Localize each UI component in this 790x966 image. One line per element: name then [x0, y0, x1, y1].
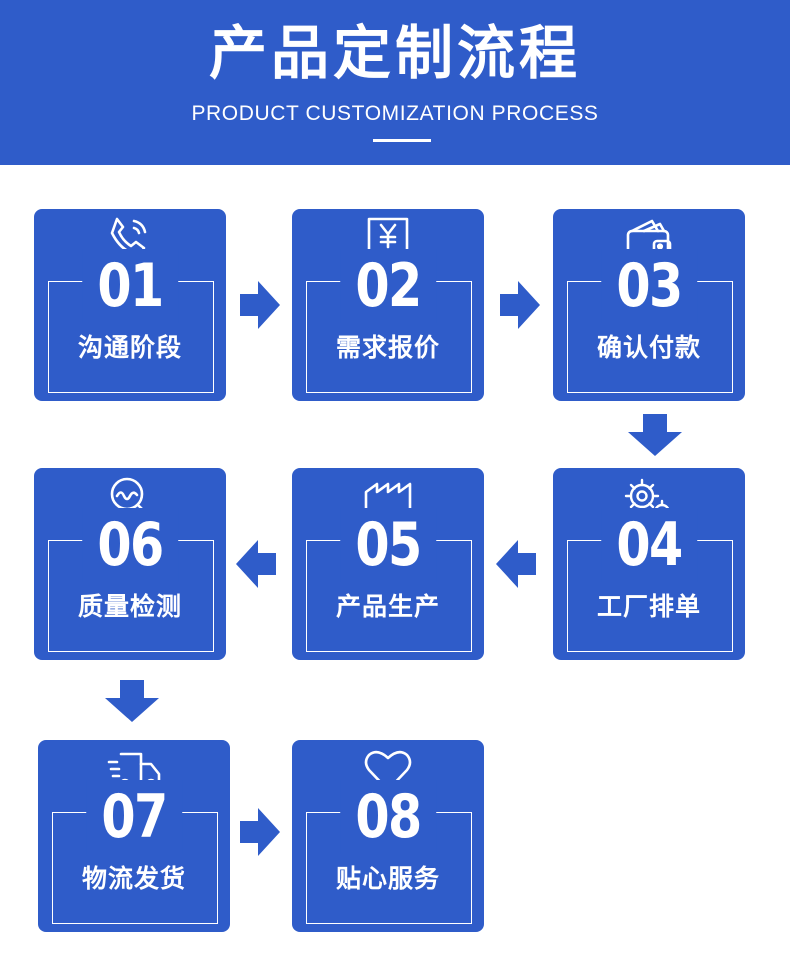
heart-icon	[364, 750, 412, 792]
step-number: 04	[601, 508, 697, 582]
step-number: 01	[82, 249, 178, 323]
step-card-04: 04 工厂排单	[553, 468, 745, 660]
arrow-down-icon	[105, 680, 159, 722]
step-number: 05	[340, 508, 436, 582]
step-label: 贴心服务	[335, 864, 440, 893]
header-banner: 产品定制流程 PRODUCT CUSTOMIZATION PROCESS	[0, 0, 790, 165]
step-card-03: 03 确认付款	[553, 209, 745, 401]
step-card-02: 02 需求报价	[292, 209, 484, 401]
page-subtitle: PRODUCT CUSTOMIZATION PROCESS	[191, 102, 599, 125]
arrow-right-icon	[500, 281, 540, 329]
arrow-left-icon	[496, 540, 536, 588]
step-label: 产品生产	[335, 592, 440, 621]
step-card-01: 01 沟通阶段	[34, 209, 226, 401]
step-card-06: 06 质量检测	[34, 468, 226, 660]
title-underline	[373, 139, 431, 142]
arrow-down-icon	[628, 414, 682, 456]
step-card-07: 07 物流发货	[38, 740, 230, 932]
phone-icon	[110, 217, 147, 257]
step-label: 确认付款	[596, 333, 701, 362]
step-label: 质量检测	[77, 592, 182, 621]
yen-receipt-icon	[367, 217, 409, 261]
step-number: 03	[601, 249, 697, 323]
arrow-left-icon	[236, 540, 276, 588]
step-number: 08	[340, 780, 436, 854]
step-number: 06	[82, 508, 178, 582]
step-label: 工厂排单	[596, 592, 701, 621]
step-label: 沟通阶段	[77, 333, 182, 362]
step-label: 物流发货	[81, 864, 186, 893]
page-title: 产品定制流程	[208, 19, 581, 87]
step-number: 07	[86, 780, 182, 854]
step-label: 需求报价	[335, 333, 440, 362]
arrow-right-icon	[240, 808, 280, 856]
step-number: 02	[340, 249, 436, 323]
step-card-05: 05 产品生产	[292, 468, 484, 660]
arrow-right-icon	[240, 281, 280, 329]
step-card-08: 08 贴心服务	[292, 740, 484, 932]
